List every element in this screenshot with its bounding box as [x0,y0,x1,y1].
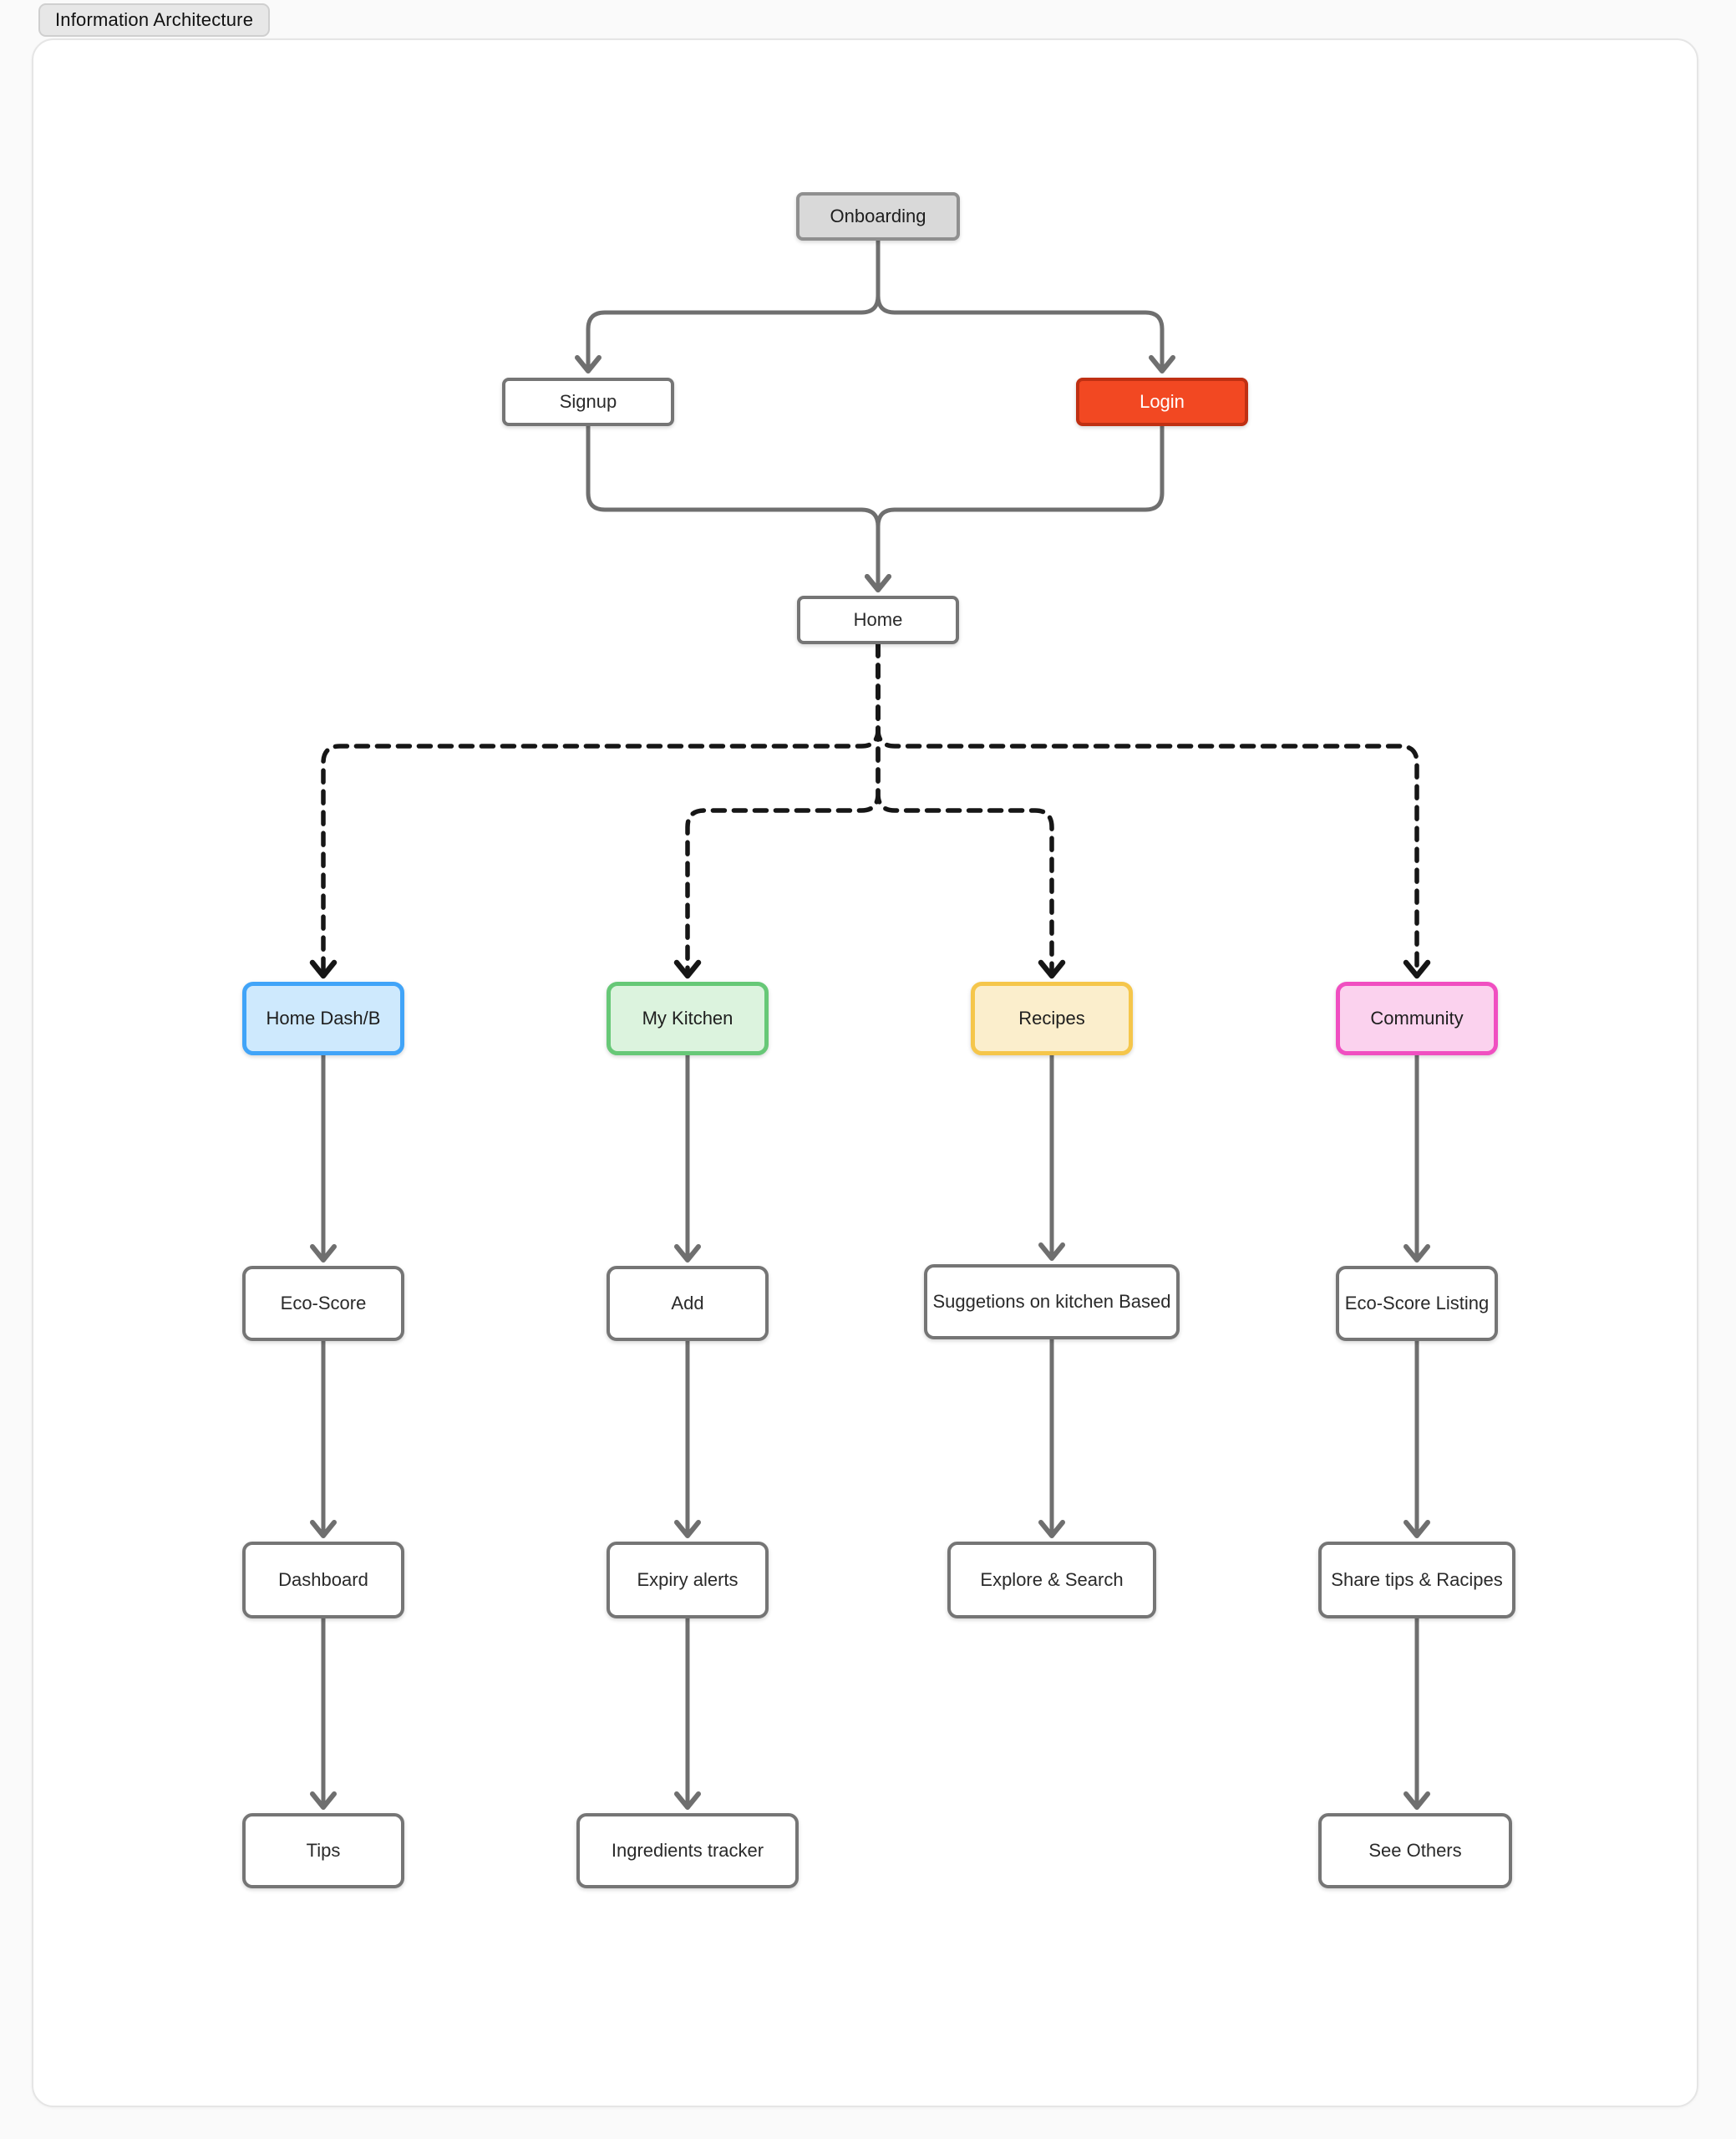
arrowhead [1404,1520,1430,1538]
connector-expiry-alerts-to-ingredients-tracker[interactable] [674,1616,701,1810]
arrowhead [1403,959,1431,979]
node-expiry-alerts[interactable]: Expiry alerts [607,1542,769,1618]
arrowhead [1404,1244,1430,1263]
frame-title-tag[interactable]: Information Architecture [38,3,271,37]
connector-eco-score-to-dashboard[interactable] [310,1339,337,1538]
arrowhead [575,355,602,373]
node-home[interactable]: Home [797,596,959,644]
connector-home-to-recipes[interactable] [876,642,1066,979]
node-onboarding[interactable]: Onboarding [796,192,960,241]
node-add[interactable]: Add [607,1266,769,1341]
arrowhead [674,1244,701,1263]
connector-recipes-to-suggestions[interactable] [1038,1053,1065,1261]
node-home-dash-b[interactable]: Home Dash/B [242,982,404,1055]
node-explore-search[interactable]: Explore & Search [947,1542,1156,1618]
node-see-others[interactable]: See Others [1318,1813,1512,1888]
arrowhead [674,1791,701,1810]
arrowhead [310,1791,337,1810]
arrowhead [1404,1791,1430,1810]
arrowhead [674,1520,701,1538]
canvas-frame [32,38,1698,2107]
arrowhead [1038,1520,1065,1538]
arrowhead [1149,355,1175,373]
node-ingredients-tracker[interactable]: Ingredients tracker [576,1813,799,1888]
arrowhead [309,959,338,979]
connector-eco-score-listing-to-share-tips-racipes[interactable] [1404,1339,1430,1538]
node-dashboard[interactable]: Dashboard [242,1542,404,1618]
arrowhead [310,1244,337,1263]
arrowhead [310,1520,337,1538]
connector-add-to-expiry-alerts[interactable] [674,1339,701,1538]
node-share-tips-racipes[interactable]: Share tips & Racipes [1318,1542,1515,1618]
connector-dashboard-to-tips[interactable] [310,1616,337,1810]
arrowhead [1038,1242,1065,1261]
node-my-kitchen[interactable]: My Kitchen [607,982,769,1055]
node-signup[interactable]: Signup [502,378,674,426]
arrowhead [1038,959,1066,979]
node-suggestions[interactable]: Suggetions on kitchen Based [924,1264,1180,1339]
arrowhead [865,574,891,592]
connector-home-dash-b-to-eco-score[interactable] [310,1053,337,1263]
node-eco-score-listing[interactable]: Eco-Score Listing [1336,1266,1498,1341]
node-community[interactable]: Community [1336,982,1498,1055]
connector-share-tips-racipes-to-see-others[interactable] [1404,1616,1430,1810]
arrowhead [673,959,702,979]
node-login[interactable]: Login [1076,378,1248,426]
node-recipes[interactable]: Recipes [971,982,1133,1055]
connector-login-to-home[interactable] [865,424,1165,592]
node-eco-score[interactable]: Eco-Score [242,1266,404,1341]
node-tips[interactable]: Tips [242,1813,404,1888]
connector-my-kitchen-to-add[interactable] [674,1053,701,1263]
connector-suggestions-to-explore-search[interactable] [1038,1337,1065,1538]
connector-onboarding-to-login[interactable] [876,238,1175,373]
connector-community-to-eco-score-listing[interactable] [1404,1053,1430,1263]
